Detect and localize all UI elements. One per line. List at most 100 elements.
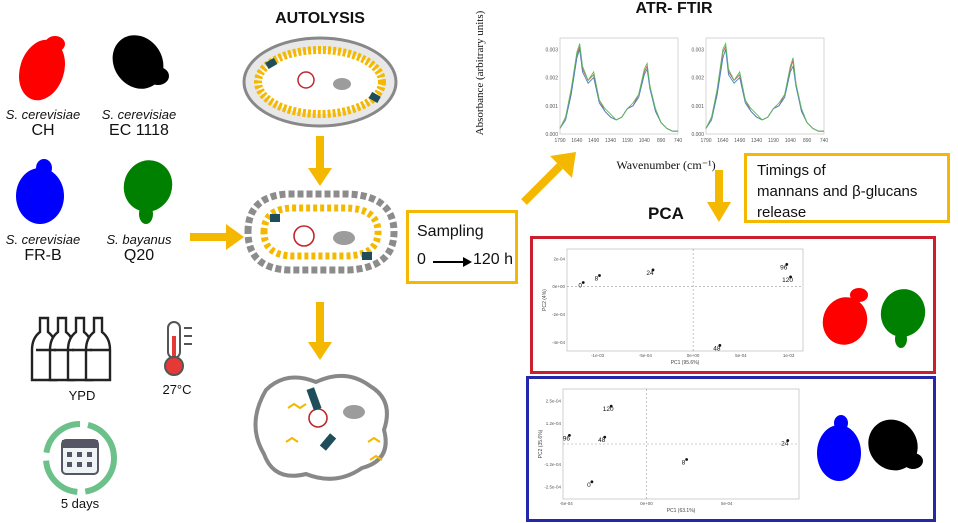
arrow-right-strains-icon (190, 224, 244, 250)
pca-red-strains (822, 288, 926, 348)
pca-title: PCA (648, 204, 684, 223)
pca-y-tick: 2e-04 (553, 256, 565, 261)
arrow-down-1-icon (308, 136, 332, 186)
strain-frb-species: S. cerevisiae (5, 232, 81, 247)
pca-x-tick: -5e-04 (560, 501, 574, 506)
ftir-y-tick: 0.000 (691, 132, 704, 138)
yeast-ec1118-icon (112, 35, 169, 89)
pca-xlabel: PC1 (95.6%) (671, 360, 700, 366)
strain-cells (16, 35, 192, 495)
pca-frame (566, 248, 804, 352)
pca-point (581, 281, 585, 284)
ftir-y-tick: 0.000 (545, 132, 558, 138)
timings-line-2: mannans and β-glucans (757, 183, 918, 200)
pca-point (590, 480, 594, 484)
ftir-x-tick: 1040 (639, 138, 650, 144)
strain-q20-species: S. bayanus (106, 232, 172, 247)
strain-ec1118-name: EC 1118 (109, 122, 169, 139)
pca-y-tick: -2.5e-04 (544, 484, 561, 489)
ftir-y-tick: 0.002 (691, 76, 704, 82)
sampling-end: 120 h (473, 251, 514, 268)
autolysis-diagram (242, 36, 398, 481)
ftir-x-tick: 1190 (768, 138, 779, 144)
pca-y-tick: 0e+00 (552, 284, 565, 289)
pca-point-label: 0 (587, 482, 591, 489)
arrow-right-icon (433, 257, 472, 267)
pca-point (718, 344, 722, 347)
atr-xlabel: Wavenumber (cm⁻¹) (616, 158, 716, 172)
pca-point (598, 274, 601, 277)
yeast-frb-small-icon (817, 415, 861, 481)
strain-ch-species: S. cerevisiae (5, 107, 81, 122)
intact-cell-icon (242, 36, 398, 128)
pca-x-tick: 1e-03 (783, 353, 795, 358)
ftir-y-tick: 0.001 (545, 104, 558, 110)
pca-point-label: 24 (781, 441, 789, 448)
arrow-up-right-icon (521, 152, 576, 205)
pca-y-tick: -2e-04 (552, 312, 566, 317)
yeast-ch-icon (18, 36, 66, 101)
ftir-x-tick: 1040 (785, 138, 796, 144)
timings-box: Timings of mannans and β-glucans release (744, 153, 950, 223)
pca-point-label: 48 (713, 345, 721, 352)
pca-point (609, 404, 613, 408)
pca-point-label: 8 (595, 276, 599, 283)
pca-point (603, 435, 607, 439)
atr-ylabel: Absorbance (arbitrary units) (474, 10, 486, 136)
autolysis-title: AUTOLYSIS (275, 10, 365, 27)
pca-plot-red: -1e-03 -5e-04 0e+00 5e-04 1e-03 2e-04 0e+00 -2e… (542, 248, 804, 366)
temperature-label: 27°C (162, 382, 192, 397)
pca-red-panel: -1e-03 -5e-04 0e+00 5e-04 1e-03 2e-04 0e+00 -2e… (530, 236, 936, 374)
ftir-series-line (559, 43, 678, 132)
ftir-x-tick: 890 (657, 138, 666, 144)
timings-line-1: Timings of (757, 162, 826, 179)
ftir-y-tick: 0.002 (545, 76, 558, 82)
ftir-series-line (705, 42, 824, 132)
pca-point-label: 8 (682, 459, 686, 466)
ftir-x-tick: 1340 (605, 138, 616, 144)
pca-point (568, 434, 571, 437)
pca-point-label: 48 (598, 437, 606, 444)
pca-point-label: 96 (780, 264, 788, 271)
ftir-x-tick: 1790 (554, 138, 565, 144)
thermometer-icon (164, 321, 192, 376)
bottles-icon (30, 316, 112, 382)
ftir-x-tick: 1790 (700, 138, 711, 144)
pca-x-tick: 0e+00 (687, 353, 700, 358)
pca-point (785, 262, 789, 266)
sampling-label: Sampling (417, 223, 484, 240)
autolysing-cell-icon (244, 190, 398, 274)
pca-point (786, 439, 790, 442)
pca-x-tick: -1e-03 (591, 353, 605, 358)
calendar-icon (43, 421, 117, 495)
ftir-x-tick: 1490 (734, 138, 745, 144)
yeast-q20-icon (123, 160, 173, 224)
pca-ylabel: PC2 (35.6%) (538, 429, 544, 458)
pca-y-tick: 1.2e-04 (546, 421, 562, 426)
strain-frb-name: FR-B (24, 247, 62, 264)
medium-label: YPD (68, 388, 96, 403)
yeast-ec1118-small-icon (868, 419, 923, 471)
pca-point-label: 120 (603, 406, 614, 413)
ftir-y-tick: 0.001 (691, 104, 704, 110)
pca-x-tick: 5e-04 (735, 353, 747, 358)
pca-point-label: 24 (646, 270, 654, 277)
yeast-frb-icon (16, 159, 64, 224)
pca-point-label: 0 (578, 283, 582, 290)
pca-x-tick: -5e-04 (639, 353, 653, 358)
ftir-x-tick: 1640 (717, 138, 728, 144)
pca-xlabel: PC1 (63.1%) (667, 508, 696, 514)
strain-q20-name: Q20 (123, 247, 155, 264)
arrow-down-pca-icon (707, 170, 731, 222)
sampling-box: Sampling 0 120 h (406, 210, 518, 284)
ftir-x-tick: 1340 (751, 138, 762, 144)
timings-line-3: release (757, 204, 807, 221)
ftir-x-tick: 740 (820, 138, 829, 144)
strain-ch-name: CH (31, 122, 55, 139)
pca-point-label: 96 (563, 435, 571, 442)
